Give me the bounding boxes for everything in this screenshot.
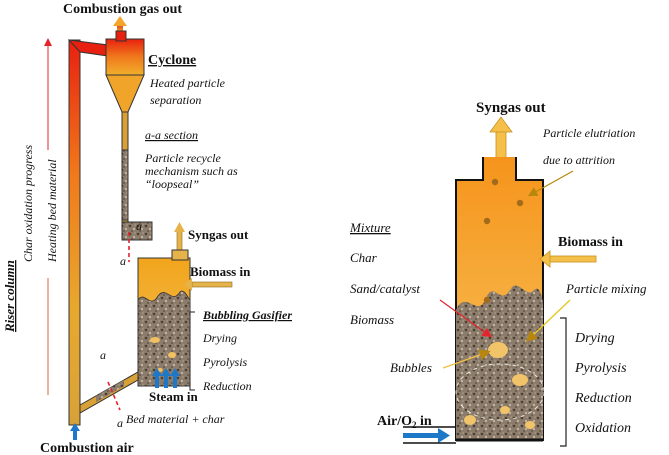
section-marker-lower bbox=[107, 381, 121, 411]
steam-in-arrows bbox=[152, 368, 180, 388]
riser-column-label: Riser column bbox=[2, 260, 17, 333]
left-gasifier-vessel bbox=[137, 249, 191, 387]
cyclone-desc-1: Heated particle bbox=[149, 76, 226, 90]
right-syngas-arrow bbox=[489, 116, 513, 159]
mixture-pointer bbox=[439, 299, 492, 338]
left-bubbling-bed bbox=[137, 290, 191, 387]
riser-column bbox=[68, 39, 81, 426]
left-stage-pyrolysis: Pyrolysis bbox=[202, 355, 248, 369]
char-oxidation-label: Char oxidation progress bbox=[21, 145, 35, 262]
air-o2-sub: 2 bbox=[412, 420, 417, 430]
right-stage-bracket bbox=[560, 317, 567, 447]
cyclone-desc-2: separation bbox=[150, 93, 201, 107]
air-o2-prefix: Air/O bbox=[377, 414, 412, 429]
combustion-air-label: Combustion air bbox=[40, 441, 134, 455]
recycle-line-3: “loopseal” bbox=[145, 177, 199, 191]
right-biomass-label: Biomass in bbox=[558, 235, 623, 250]
right-bubbling-bed bbox=[456, 285, 543, 440]
bubbles-label: Bubbles bbox=[390, 360, 432, 375]
recycle-line-1: Particle recycle bbox=[144, 151, 222, 165]
air-o2-label: Air/O2 in bbox=[377, 414, 432, 430]
cyclone bbox=[105, 30, 145, 113]
left-biomass-arrow bbox=[184, 278, 233, 291]
combustion-air-arrow bbox=[70, 423, 80, 440]
bubbling-gasifier-title: Bubbling Gasifier bbox=[202, 308, 292, 322]
elutriation-line-2: due to attrition bbox=[543, 153, 615, 167]
mixture-biomass: Biomass bbox=[350, 312, 394, 327]
cyclone-title: Cyclone bbox=[148, 53, 196, 68]
air-in-arrow bbox=[403, 426, 456, 444]
right-stage-reduction: Reduction bbox=[574, 391, 632, 406]
bed-transfer-material bbox=[96, 380, 124, 402]
section-marker-a3: a bbox=[100, 348, 106, 362]
left-stage-reduction: Reduction bbox=[202, 379, 252, 393]
section-marker-a2: a bbox=[120, 254, 126, 268]
left-stage-bracket bbox=[189, 311, 195, 391]
aa-section-label: a-a section bbox=[145, 128, 198, 142]
right-syngas-label: Syngas out bbox=[476, 100, 546, 116]
steam-in-label: Steam in bbox=[149, 389, 199, 404]
elutriation-pointer bbox=[527, 170, 574, 197]
downcomer-bed bbox=[121, 149, 129, 221]
elutriation-line-1: Particle elutriation bbox=[542, 126, 635, 140]
section-marker-a4: a bbox=[117, 416, 123, 430]
mixture-title: Mixture bbox=[349, 220, 391, 235]
mixture-sand: Sand/catalyst bbox=[350, 281, 420, 296]
right-biomass-arrow bbox=[539, 250, 597, 268]
right-stage-drying: Drying bbox=[574, 331, 615, 346]
left-biomass-label: Biomass in bbox=[190, 264, 251, 279]
right-stage-oxidation: Oxidation bbox=[575, 421, 631, 436]
left-combustion-gas-label: Combustion gas out bbox=[63, 2, 182, 17]
bed-material-label: Bed material + char bbox=[126, 412, 225, 426]
left-stage-drying: Drying bbox=[202, 331, 237, 345]
section-marker-a1: a bbox=[136, 219, 142, 233]
recycle-line-2: mechanism such as bbox=[145, 164, 238, 178]
bubbles-pointer bbox=[442, 349, 491, 369]
mixture-char: Char bbox=[350, 250, 378, 265]
left-syngas-label: Syngas out bbox=[188, 227, 249, 242]
particle-mixing-label: Particle mixing bbox=[565, 281, 647, 296]
right-gasifier-vessel bbox=[455, 157, 545, 442]
heating-bed-label: Heating bed material bbox=[45, 159, 59, 263]
right-stage-pyrolysis: Pyrolysis bbox=[574, 361, 627, 376]
air-o2-suffix: in bbox=[417, 414, 432, 429]
particle-mixing-pointer bbox=[525, 299, 571, 342]
